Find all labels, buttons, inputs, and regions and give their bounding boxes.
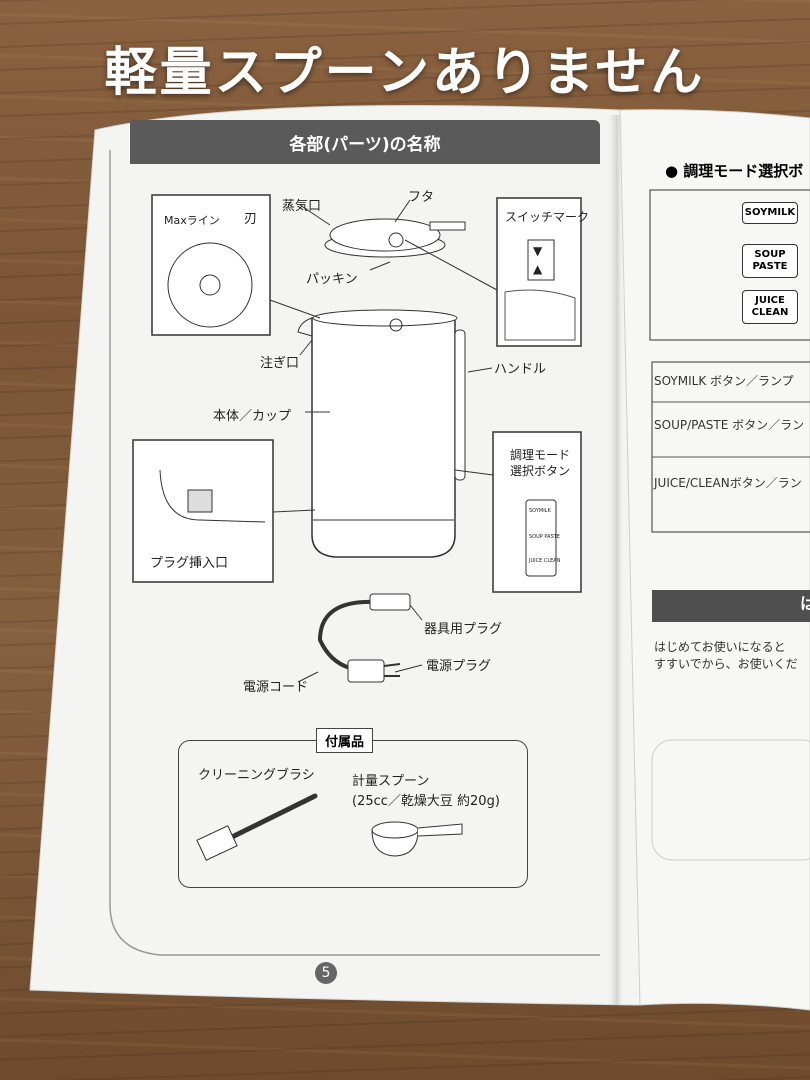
faded-illustration: [651, 739, 810, 861]
mini-button-soup-paste: SOUP PASTE: [529, 534, 560, 540]
label-mode-select-1: 調理モード: [510, 448, 571, 462]
right-page-banner: は: [652, 590, 810, 622]
label-power-cord: 電源コード: [243, 680, 309, 695]
label-spoon-note: (25cc／乾燥大豆 約20g): [352, 794, 500, 809]
label-mode-select-2: 選択ボタン: [510, 464, 571, 478]
label-steam-port: 蒸気口: [282, 199, 322, 214]
right-page-mode-table: [651, 361, 810, 533]
label-appliance-plug: 器具用プラグ: [424, 622, 503, 637]
right-page-button-panel: [649, 189, 810, 341]
soup-paste-button: SOUP PASTE: [742, 244, 798, 278]
right-page: [619, 109, 810, 1011]
label-power-plug: 電源プラグ: [426, 659, 492, 674]
page-number: 5: [315, 962, 337, 984]
label-lid: フタ: [408, 190, 435, 205]
soymilk-button: SOYMILK: [742, 202, 798, 224]
label-packing: パッキン: [306, 272, 358, 287]
right-intro-line-1: はじめてお使いになると: [654, 640, 786, 654]
accessories-box: [178, 740, 528, 888]
label-max-line: Maxライン: [164, 214, 220, 227]
label-body-cup: 本体／カップ: [213, 409, 292, 424]
mini-button-juice-clean: JUICE CLEAN: [529, 558, 561, 564]
cleaning-brush-illustration: [196, 793, 318, 861]
label-spout: 注ぎ口: [260, 356, 300, 371]
right-page-heading: ● 調理モード選択ボ: [665, 162, 804, 180]
label-blade: 刃: [244, 212, 258, 227]
measuring-spoon-illustration: [371, 821, 463, 857]
power-cord-illustration: [297, 593, 423, 683]
label-measuring-spoon: 計量スプーン: [352, 774, 430, 789]
clean-label: CLEAN: [751, 307, 789, 318]
gutter-shadow: [605, 115, 625, 1005]
accessories-title: 付属品: [316, 728, 374, 753]
handle-shape: [454, 329, 466, 481]
section-title: 各部(パーツ)の名称: [130, 120, 600, 164]
arrow-down-icon: ▼: [533, 244, 543, 258]
label-handle: ハンドル: [494, 362, 547, 377]
mode-row-juice-clean: JUICE/CLEANボタン／ラン: [654, 476, 802, 490]
mode-row-soup-paste: SOUP/PASTE ボタン／ラン: [654, 418, 805, 432]
page-frame: [109, 150, 600, 956]
right-intro-line-2: すすいでから、お使いくだ: [654, 657, 798, 671]
label-switch-mark: スイッチマーク: [505, 210, 590, 224]
blade-cup-circle: [167, 242, 253, 328]
arrow-up-icon: ▲: [533, 262, 543, 276]
blender-body-illustration: [297, 218, 466, 558]
blade-inset: [151, 194, 271, 336]
plug-socket-icon: [187, 489, 213, 513]
label-plug-inlet: プラグ挿入口: [150, 556, 229, 571]
overlay-caption: 軽量スプーンありません: [104, 43, 706, 103]
blade-icon: [199, 274, 221, 296]
lid-shape: [329, 218, 441, 252]
label-cleaning-brush: クリーニングブラシ: [198, 768, 315, 783]
mode-row-soymilk: SOYMILK ボタン／ランプ: [654, 374, 794, 388]
juice-clean-button: JUICE CLEAN: [742, 290, 798, 324]
mini-button-soymilk: SOYMILK: [529, 508, 551, 514]
paste-label: PASTE: [752, 261, 788, 272]
soup-label: SOUP: [754, 249, 786, 260]
juice-label: JUICE: [755, 295, 785, 306]
soymilk-button-label: SOYMILK: [744, 207, 796, 218]
